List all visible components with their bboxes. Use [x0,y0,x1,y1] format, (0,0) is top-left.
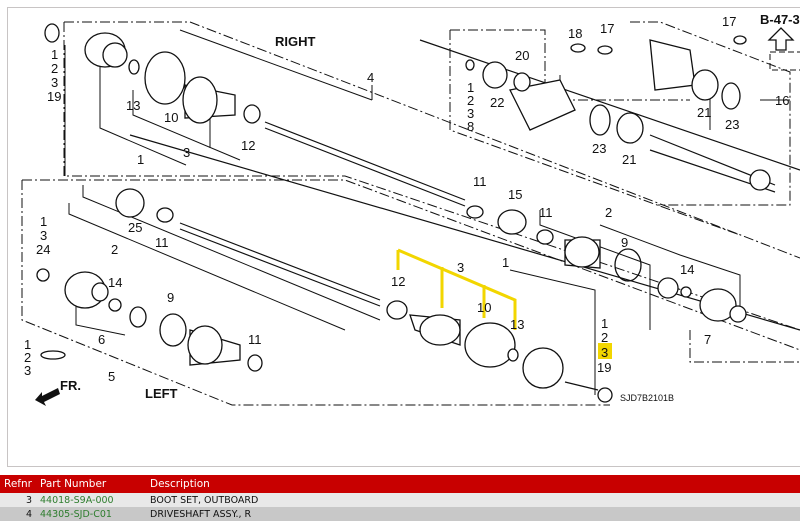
title-left: LEFT [145,386,178,401]
callout[interactable]: 20 [515,48,529,63]
callout[interactable]: 10 [477,300,491,315]
callout[interactable]: 7 [704,332,711,347]
callout-labels: 1 2 3 19 4 13 10 12 3 1 1 2 3 8 22 20 18… [24,14,789,384]
callout-highlighted[interactable]: 3 [601,345,608,360]
callout[interactable]: 2 [24,350,31,365]
callout[interactable]: 2 [111,242,118,257]
callout[interactable]: 17 [722,14,736,29]
callout[interactable]: 3 [24,363,31,378]
part-number-link[interactable]: 44305-SJD-C01 [36,507,146,521]
callout[interactable]: 21 [697,105,711,120]
col-part-number: Part Number [36,475,146,493]
callout[interactable]: 12 [391,274,405,289]
callout[interactable]: 2 [601,330,608,345]
callout[interactable]: 1 [467,80,474,95]
callout[interactable]: 18 [568,26,582,41]
table-row[interactable]: 3 44018-S9A-000 BOOT SET, OUTBOARD [0,493,800,507]
callout[interactable]: 22 [490,95,504,110]
table-header: Refnr Part Number Description [0,475,800,493]
callout[interactable]: 5 [108,369,115,384]
callout[interactable]: 23 [592,141,606,156]
callout[interactable]: 10 [164,110,178,125]
diagram-code: SJD7B2101B [620,393,674,403]
callout[interactable]: 8 [467,119,474,134]
callout-highlighted[interactable]: 3 [457,260,464,275]
callout[interactable]: 9 [621,235,628,250]
callout[interactable]: 1 [40,214,47,229]
shafts [129,39,800,391]
leader-lines [64,29,790,395]
callout[interactable]: 11 [155,235,169,250]
callout[interactable]: 2 [467,93,474,108]
up-arrow-icon [767,27,795,51]
parts-diagram: RIGHT LEFT FR. B-47-3 SJD7B2101B 1 2 3 1… [21,12,800,406]
callout[interactable]: 1 [137,152,144,167]
callout[interactable]: 12 [241,138,255,153]
callout[interactable]: 13 [510,317,524,332]
diagram-titles: RIGHT LEFT FR. B-47-3 SJD7B2101B [60,12,800,403]
callout[interactable]: 24 [36,242,50,257]
callout[interactable]: 3 [51,75,58,90]
callout[interactable]: 6 [98,332,105,347]
callout[interactable]: 17 [600,21,614,36]
callout[interactable]: 4 [367,70,374,85]
callout[interactable]: 23 [725,117,739,132]
callout[interactable]: 13 [126,98,140,113]
refnr: 3 [0,493,36,507]
table-row[interactable]: 4 44305-SJD-C01 DRIVESHAFT ASSY., R [0,507,800,521]
callout[interactable]: 19 [47,89,61,104]
front-arrow-icon [35,388,60,406]
callout[interactable]: 3 [183,145,190,160]
parts [36,23,771,403]
callout[interactable]: 9 [167,290,174,305]
callout[interactable]: 14 [108,275,122,290]
front-label: FR. [60,378,81,393]
group-boundaries [21,21,800,406]
title-right: RIGHT [275,34,316,49]
callout[interactable]: 1 [51,47,58,62]
callout[interactable]: 14 [680,262,694,277]
callout[interactable]: 3 [467,106,474,121]
col-description: Description [146,475,800,493]
callout[interactable]: 25 [128,220,142,235]
callout[interactable]: 1 [502,255,509,270]
callout[interactable]: 3 [40,228,47,243]
parts-table: Refnr Part Number Description 3 44018-S9… [0,475,800,521]
callout[interactable]: 21 [622,152,636,167]
callout[interactable]: 2 [51,61,58,76]
part-number-link[interactable]: 44018-S9A-000 [36,493,146,507]
highlight-box [598,343,612,359]
ref-box [769,51,800,71]
diagram-frame [7,7,800,467]
callout[interactable]: 2 [605,205,612,220]
col-refnr: Refnr [0,475,36,493]
refnr: 4 [0,507,36,521]
description: DRIVESHAFT ASSY., R [146,507,800,521]
callout[interactable]: 15 [508,187,522,202]
highlight-bracket [396,248,517,330]
callout[interactable]: 11 [539,205,553,220]
description: BOOT SET, OUTBOARD [146,493,800,507]
callout[interactable]: 19 [597,360,611,375]
callout[interactable]: 11 [248,332,262,347]
ref-section-link[interactable]: B-47-3 [760,12,800,27]
callout[interactable]: 1 [24,337,31,352]
callout[interactable]: 11 [473,174,487,189]
callout[interactable]: 1 [601,316,608,331]
callout[interactable]: 16 [775,93,789,108]
